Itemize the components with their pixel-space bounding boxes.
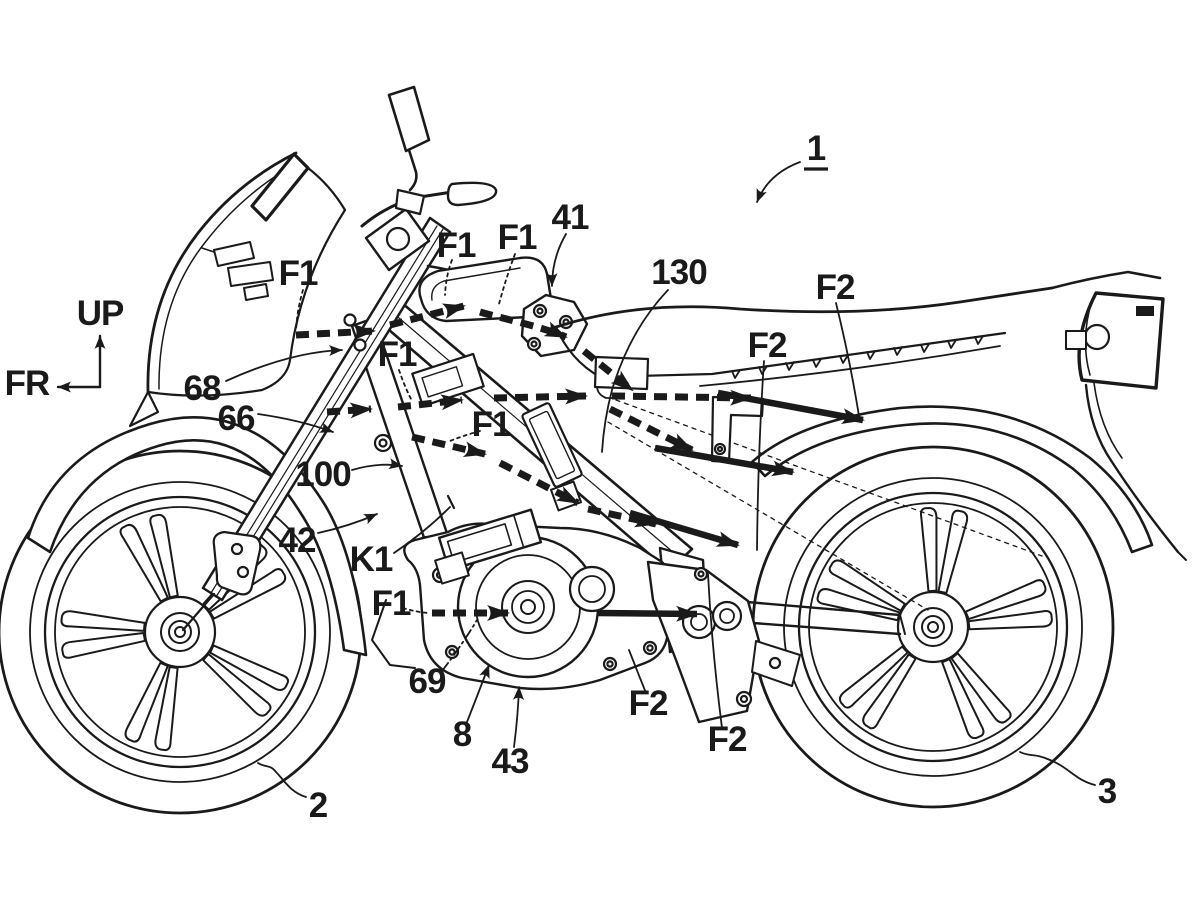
label-42: 42 [279, 521, 316, 560]
rear-bracket-plate [646, 560, 801, 724]
taillight [1065, 291, 1187, 561]
label-43: 43 [492, 742, 529, 781]
leader-f2-bl [628, 649, 647, 694]
leader-k1 [393, 506, 451, 554]
leader-41 [546, 233, 567, 287]
ecu-unit [521, 402, 583, 488]
tail-strut [1084, 383, 1180, 554]
leader-1 [756, 161, 801, 203]
axle-link [181, 592, 216, 632]
leader-f2-top [835, 302, 860, 417]
bulb-socket [1065, 330, 1087, 350]
label-f1-left: F1 [279, 254, 318, 293]
label-2: 2 [309, 786, 328, 825]
leader-68 [225, 345, 343, 382]
label-k1: K1 [350, 540, 393, 579]
label-f2-top: F2 [816, 268, 855, 307]
tail-top [1050, 270, 1162, 290]
label-f2-bottom-left: F2 [629, 684, 668, 723]
leader-43 [513, 686, 525, 748]
label-f1-top-2: F1 [498, 218, 537, 257]
steering-stem-nut [385, 226, 411, 252]
orientation-axes [56, 334, 106, 393]
taillight-tab [1136, 306, 1154, 316]
label-41: 41 [552, 198, 589, 237]
label-fr: FR [5, 364, 50, 403]
flow-arrows-f2 [597, 389, 865, 622]
label-100: 100 [295, 455, 351, 494]
battery-k1 [437, 508, 543, 572]
engine-boss [568, 565, 616, 613]
engine [371, 522, 687, 691]
label-up: UP [77, 294, 124, 333]
dotted-label-leaders [295, 253, 516, 614]
windscreen-outer-edge [146, 151, 298, 394]
label-69: 69 [409, 662, 446, 701]
label-f1-engine: F1 [372, 584, 411, 623]
leader-2 [257, 762, 307, 798]
leader-69 [441, 619, 478, 672]
seat-top-line [554, 286, 1054, 329]
side-panel-teeth [731, 335, 984, 379]
hidden-harness-lines [607, 399, 1043, 611]
mirror [387, 85, 431, 153]
rear-hub [896, 590, 970, 664]
front-hub [143, 595, 217, 669]
case-lower-left [371, 599, 416, 669]
front-rim-inner [54, 506, 306, 758]
rear-fender [750, 405, 1154, 554]
label-f2-mid: F2 [748, 326, 787, 365]
label-f2-bottom-right: F2 [708, 720, 747, 759]
label-130: 130 [651, 253, 707, 292]
mirror-base [394, 188, 426, 216]
small-box [434, 551, 470, 585]
windscreen [128, 151, 347, 428]
leader-42 [317, 513, 378, 534]
label-66: 66 [218, 399, 255, 438]
fork-tube [201, 216, 452, 602]
label-68: 68 [184, 369, 221, 408]
label-f1-top-1: F1 [437, 226, 476, 265]
brake-caliper [212, 530, 262, 596]
leader-f2-br [707, 573, 723, 729]
leader-66 [257, 413, 334, 433]
cowl-lower-tip [128, 390, 160, 428]
label-8: 8 [453, 715, 472, 754]
label-f1-mid: F1 [472, 405, 511, 444]
handlebar [360, 85, 498, 228]
headlight-stay [201, 241, 274, 301]
rear-wheel [751, 445, 1115, 809]
front-tire-inner [29, 481, 331, 783]
label-f1-fork: F1 [378, 335, 417, 374]
label-3: 3 [1098, 772, 1117, 811]
figure-number: 1 [807, 129, 826, 168]
leader-f2-mid [756, 360, 765, 551]
front-rim-outer [43, 495, 317, 769]
grip [446, 181, 498, 207]
mirror-stem [407, 148, 418, 192]
front-wheel [0, 449, 363, 815]
leader-k1-tick [446, 494, 456, 510]
leader-3 [1019, 751, 1096, 786]
rear-tire-inner [783, 477, 1083, 777]
leader-8 [466, 664, 490, 723]
leader-130 [601, 289, 669, 453]
flow-arrows-f1 [295, 302, 753, 621]
leader-lines [225, 161, 1096, 798]
taillight-bulb [1083, 323, 1111, 351]
leader-100 [351, 458, 403, 471]
